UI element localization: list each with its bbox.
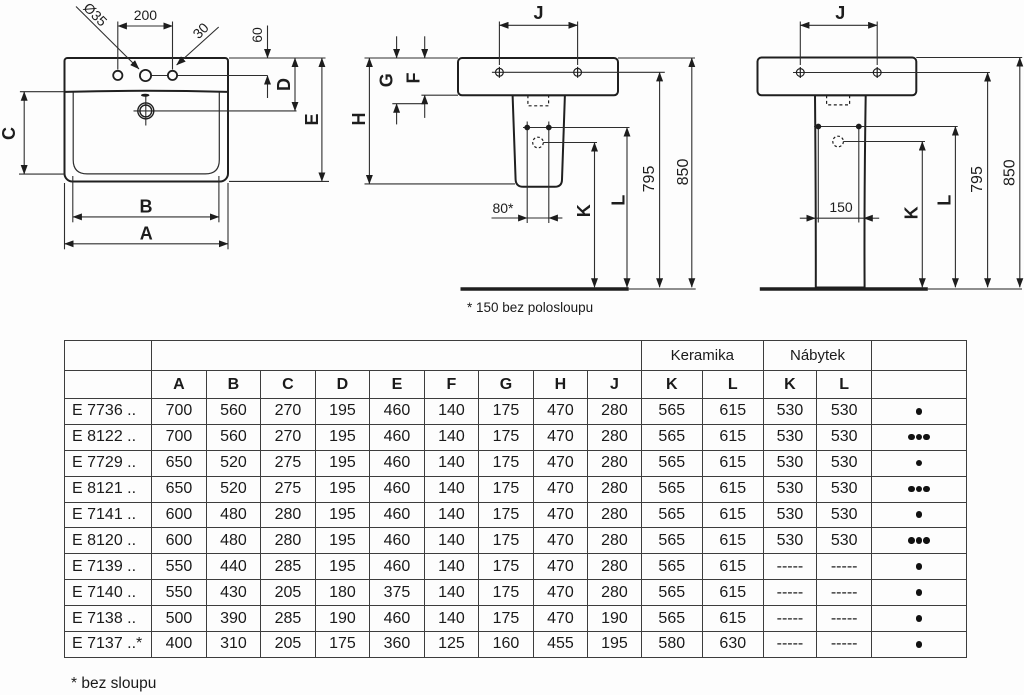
svg-text:L: L [935,195,955,206]
svg-text:K: K [901,206,921,219]
svg-text:J: J [835,3,845,23]
svg-text:850: 850 [675,159,692,186]
svg-text:150: 150 [829,199,853,215]
svg-text:Ø35: Ø35 [80,0,110,30]
svg-text:60: 60 [249,27,265,43]
svg-text:H: H [349,113,369,126]
svg-text:E: E [302,113,322,125]
svg-text:B: B [140,197,153,217]
svg-text:C: C [0,127,19,140]
svg-text:795: 795 [641,166,658,193]
svg-text:D: D [274,78,294,91]
svg-text:80*: 80* [492,200,514,216]
svg-text:850: 850 [1002,159,1019,186]
svg-text:J: J [533,3,543,23]
svg-text:K: K [574,204,594,217]
svg-text:L: L [608,195,628,206]
svg-text:30: 30 [189,19,211,41]
svg-text:200: 200 [134,7,158,23]
svg-text:795: 795 [969,166,986,193]
svg-text:G: G [376,73,396,87]
svg-text:F: F [404,73,424,84]
svg-text:A: A [140,224,153,244]
